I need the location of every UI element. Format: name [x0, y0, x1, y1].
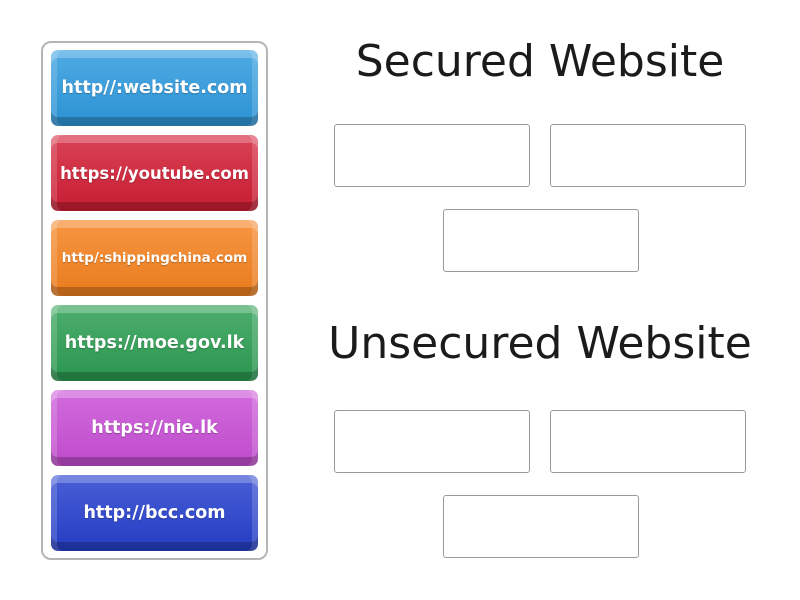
drop-zone-secured-2[interactable] — [550, 124, 746, 187]
draggable-card-website[interactable]: http//:website.com — [51, 50, 258, 126]
draggable-card-bcc[interactable]: http://bcc.com — [51, 475, 258, 551]
card-label: https://moe.gov.lk — [64, 333, 245, 353]
drop-zone-secured-3[interactable] — [443, 209, 639, 272]
draggable-card-nie-lk[interactable]: https://nie.lk — [51, 390, 258, 466]
drop-zone-unsecured-1[interactable] — [334, 410, 530, 473]
card-tray: http//:website.com https://youtube.com h… — [41, 41, 268, 560]
drop-zone-unsecured-2[interactable] — [550, 410, 746, 473]
group-title-unsecured: Unsecured Website — [328, 318, 752, 369]
draggable-card-shippingchina[interactable]: http/:shippingchina.com — [51, 220, 258, 296]
drop-zone-secured-1[interactable] — [334, 124, 530, 187]
draggable-card-youtube[interactable]: https://youtube.com — [51, 135, 258, 211]
drop-zone-unsecured-3[interactable] — [443, 495, 639, 558]
card-label: http/:shippingchina.com — [61, 250, 248, 266]
card-label: https://nie.lk — [91, 418, 218, 438]
draggable-card-moe-gov-lk[interactable]: https://moe.gov.lk — [51, 305, 258, 381]
card-label: https://youtube.com — [60, 163, 249, 183]
card-label: http://bcc.com — [83, 503, 226, 523]
card-label: http//:website.com — [61, 78, 248, 98]
group-title-secured: Secured Website — [355, 36, 725, 87]
